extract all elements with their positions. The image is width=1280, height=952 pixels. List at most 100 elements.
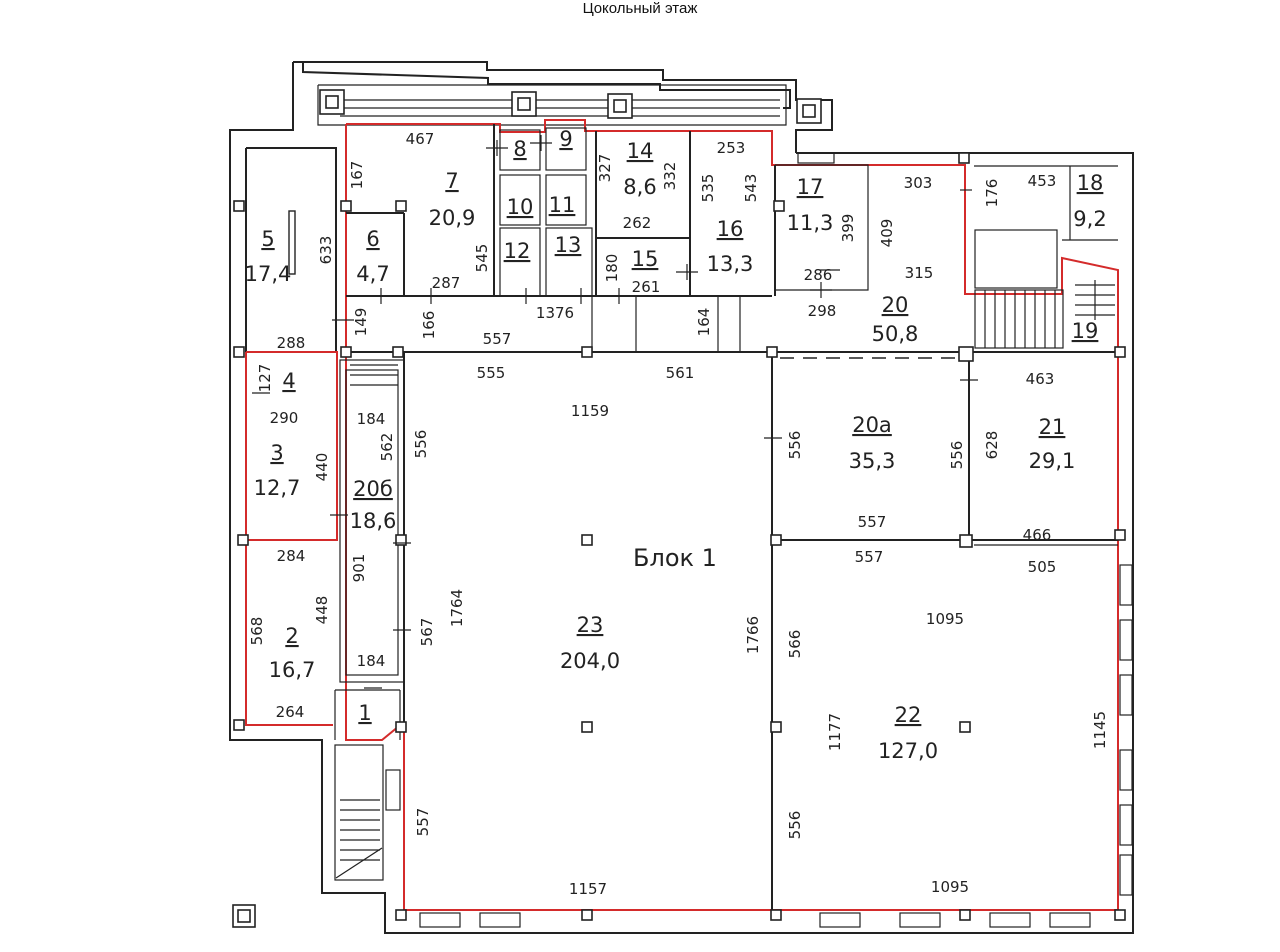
- room-number: 13: [555, 233, 582, 257]
- dimension-label: 1766: [744, 616, 762, 654]
- dimension-label: 303: [904, 174, 933, 192]
- room-area: 35,3: [849, 449, 896, 473]
- room-number: 19: [1072, 319, 1099, 343]
- room-number: 14: [627, 139, 654, 163]
- dimension-label: 628: [983, 431, 1001, 460]
- dimension-label: 332: [661, 162, 679, 191]
- dimension-label: 290: [270, 409, 299, 427]
- room-area: 18,6: [350, 509, 397, 533]
- dimension-labels: 467 167 633 288 545 287 327 332 262 253 …: [248, 130, 1109, 898]
- dimension-label: 1157: [569, 880, 607, 898]
- room-number: 20: [882, 293, 909, 317]
- page-title: Цокольный этаж: [582, 0, 698, 17]
- stairs: [334, 280, 1115, 881]
- dimension-label: 453: [1028, 172, 1057, 190]
- dimension-label: 409: [878, 219, 896, 248]
- dimension-label: 1159: [571, 402, 609, 420]
- block-label: Блок 1: [633, 544, 717, 572]
- room-number: 9: [559, 127, 572, 151]
- room-number: 4: [282, 369, 295, 393]
- room-area: 50,8: [872, 322, 919, 346]
- dimension-label: 287: [432, 274, 461, 292]
- dimension-label: 399: [839, 214, 857, 243]
- dimension-label: 1764: [448, 589, 466, 627]
- dimension-label: 556: [948, 441, 966, 470]
- room-number: 12: [504, 239, 531, 263]
- dimension-label: 176: [983, 179, 1001, 208]
- dimension-label: 149: [352, 308, 370, 337]
- room-number: 6: [366, 227, 379, 251]
- dimension-label: 567: [418, 618, 436, 647]
- room-area: 29,1: [1029, 449, 1076, 473]
- dimension-label: 184: [357, 410, 386, 428]
- room-number: 8: [513, 137, 526, 161]
- dimension-label: 562: [378, 433, 396, 462]
- room-number: 16: [717, 217, 744, 241]
- windows: [385, 152, 1133, 928]
- outer-walls: [229, 61, 1134, 934]
- room-area: 12,7: [254, 476, 301, 500]
- dimension-label: 545: [473, 244, 491, 273]
- room-area: 127,0: [878, 739, 938, 763]
- columns: [232, 89, 1126, 928]
- room-area: 20,9: [429, 206, 476, 230]
- room-area: 204,0: [560, 649, 620, 673]
- dimension-label: 555: [477, 364, 506, 382]
- room-number: 7: [445, 169, 458, 193]
- dimension-label: 262: [623, 214, 652, 232]
- room-number: 17: [797, 175, 824, 199]
- dimension-label: 556: [786, 811, 804, 840]
- dimension-label: 448: [313, 596, 331, 625]
- dimension-label: 568: [248, 617, 266, 646]
- dimension-label: 466: [1023, 526, 1052, 544]
- room-area: 11,3: [787, 211, 834, 235]
- room-number: 20а: [852, 413, 892, 437]
- room-number: 18: [1077, 171, 1104, 195]
- dimension-label: 1177: [826, 713, 844, 751]
- dimension-label: 327: [596, 154, 614, 183]
- room-labels: 1 2 16,7 3 12,7 4 5 17,4 6 4,7 7 20,9 8 …: [245, 127, 1107, 763]
- room-area: 9,2: [1073, 207, 1106, 231]
- dimension-label: 557: [855, 548, 884, 566]
- dimension-label: 467: [406, 130, 435, 148]
- room-number: 20б: [353, 477, 393, 501]
- dimension-label: 127: [256, 364, 274, 393]
- dimension-label: 535: [699, 174, 717, 203]
- dimension-label: 557: [858, 513, 887, 531]
- dimension-label: 633: [317, 236, 335, 265]
- room-number: 5: [261, 227, 274, 251]
- dimension-label: 184: [357, 652, 386, 670]
- dimension-label: 166: [420, 311, 438, 340]
- room-number: 15: [632, 247, 659, 271]
- room-number: 1: [358, 701, 371, 725]
- dimension-label: 315: [905, 264, 934, 282]
- dimension-label: 566: [786, 630, 804, 659]
- room-area: 17,4: [245, 262, 292, 286]
- dimension-label: 288: [277, 334, 306, 352]
- room-area: 8,6: [623, 175, 656, 199]
- dimension-label: 164: [695, 308, 713, 337]
- dimension-label: 1145: [1091, 711, 1109, 749]
- dimension-label: 298: [808, 302, 837, 320]
- dimension-label: 556: [786, 431, 804, 460]
- dimension-label: 180: [603, 254, 621, 283]
- interior-walls: [334, 124, 1120, 910]
- dimension-label: 1095: [931, 878, 969, 896]
- room-area: 16,7: [269, 658, 316, 682]
- room-number: 22: [895, 703, 922, 727]
- dimension-label: 1095: [926, 610, 964, 628]
- room-number: 23: [577, 613, 604, 637]
- dimension-label: 463: [1026, 370, 1055, 388]
- dimension-label: 284: [277, 547, 306, 565]
- dimension-label: 167: [348, 161, 366, 190]
- room-number: 10: [507, 195, 534, 219]
- dimension-label: 505: [1028, 558, 1057, 576]
- dimension-label: 261: [632, 278, 661, 296]
- dimension-label: 440: [313, 453, 331, 482]
- dimension-label: 557: [414, 808, 432, 837]
- dimension-label: 264: [276, 703, 305, 721]
- room-number: 21: [1039, 415, 1066, 439]
- room-number: 11: [549, 193, 576, 217]
- room-number: 3: [270, 441, 283, 465]
